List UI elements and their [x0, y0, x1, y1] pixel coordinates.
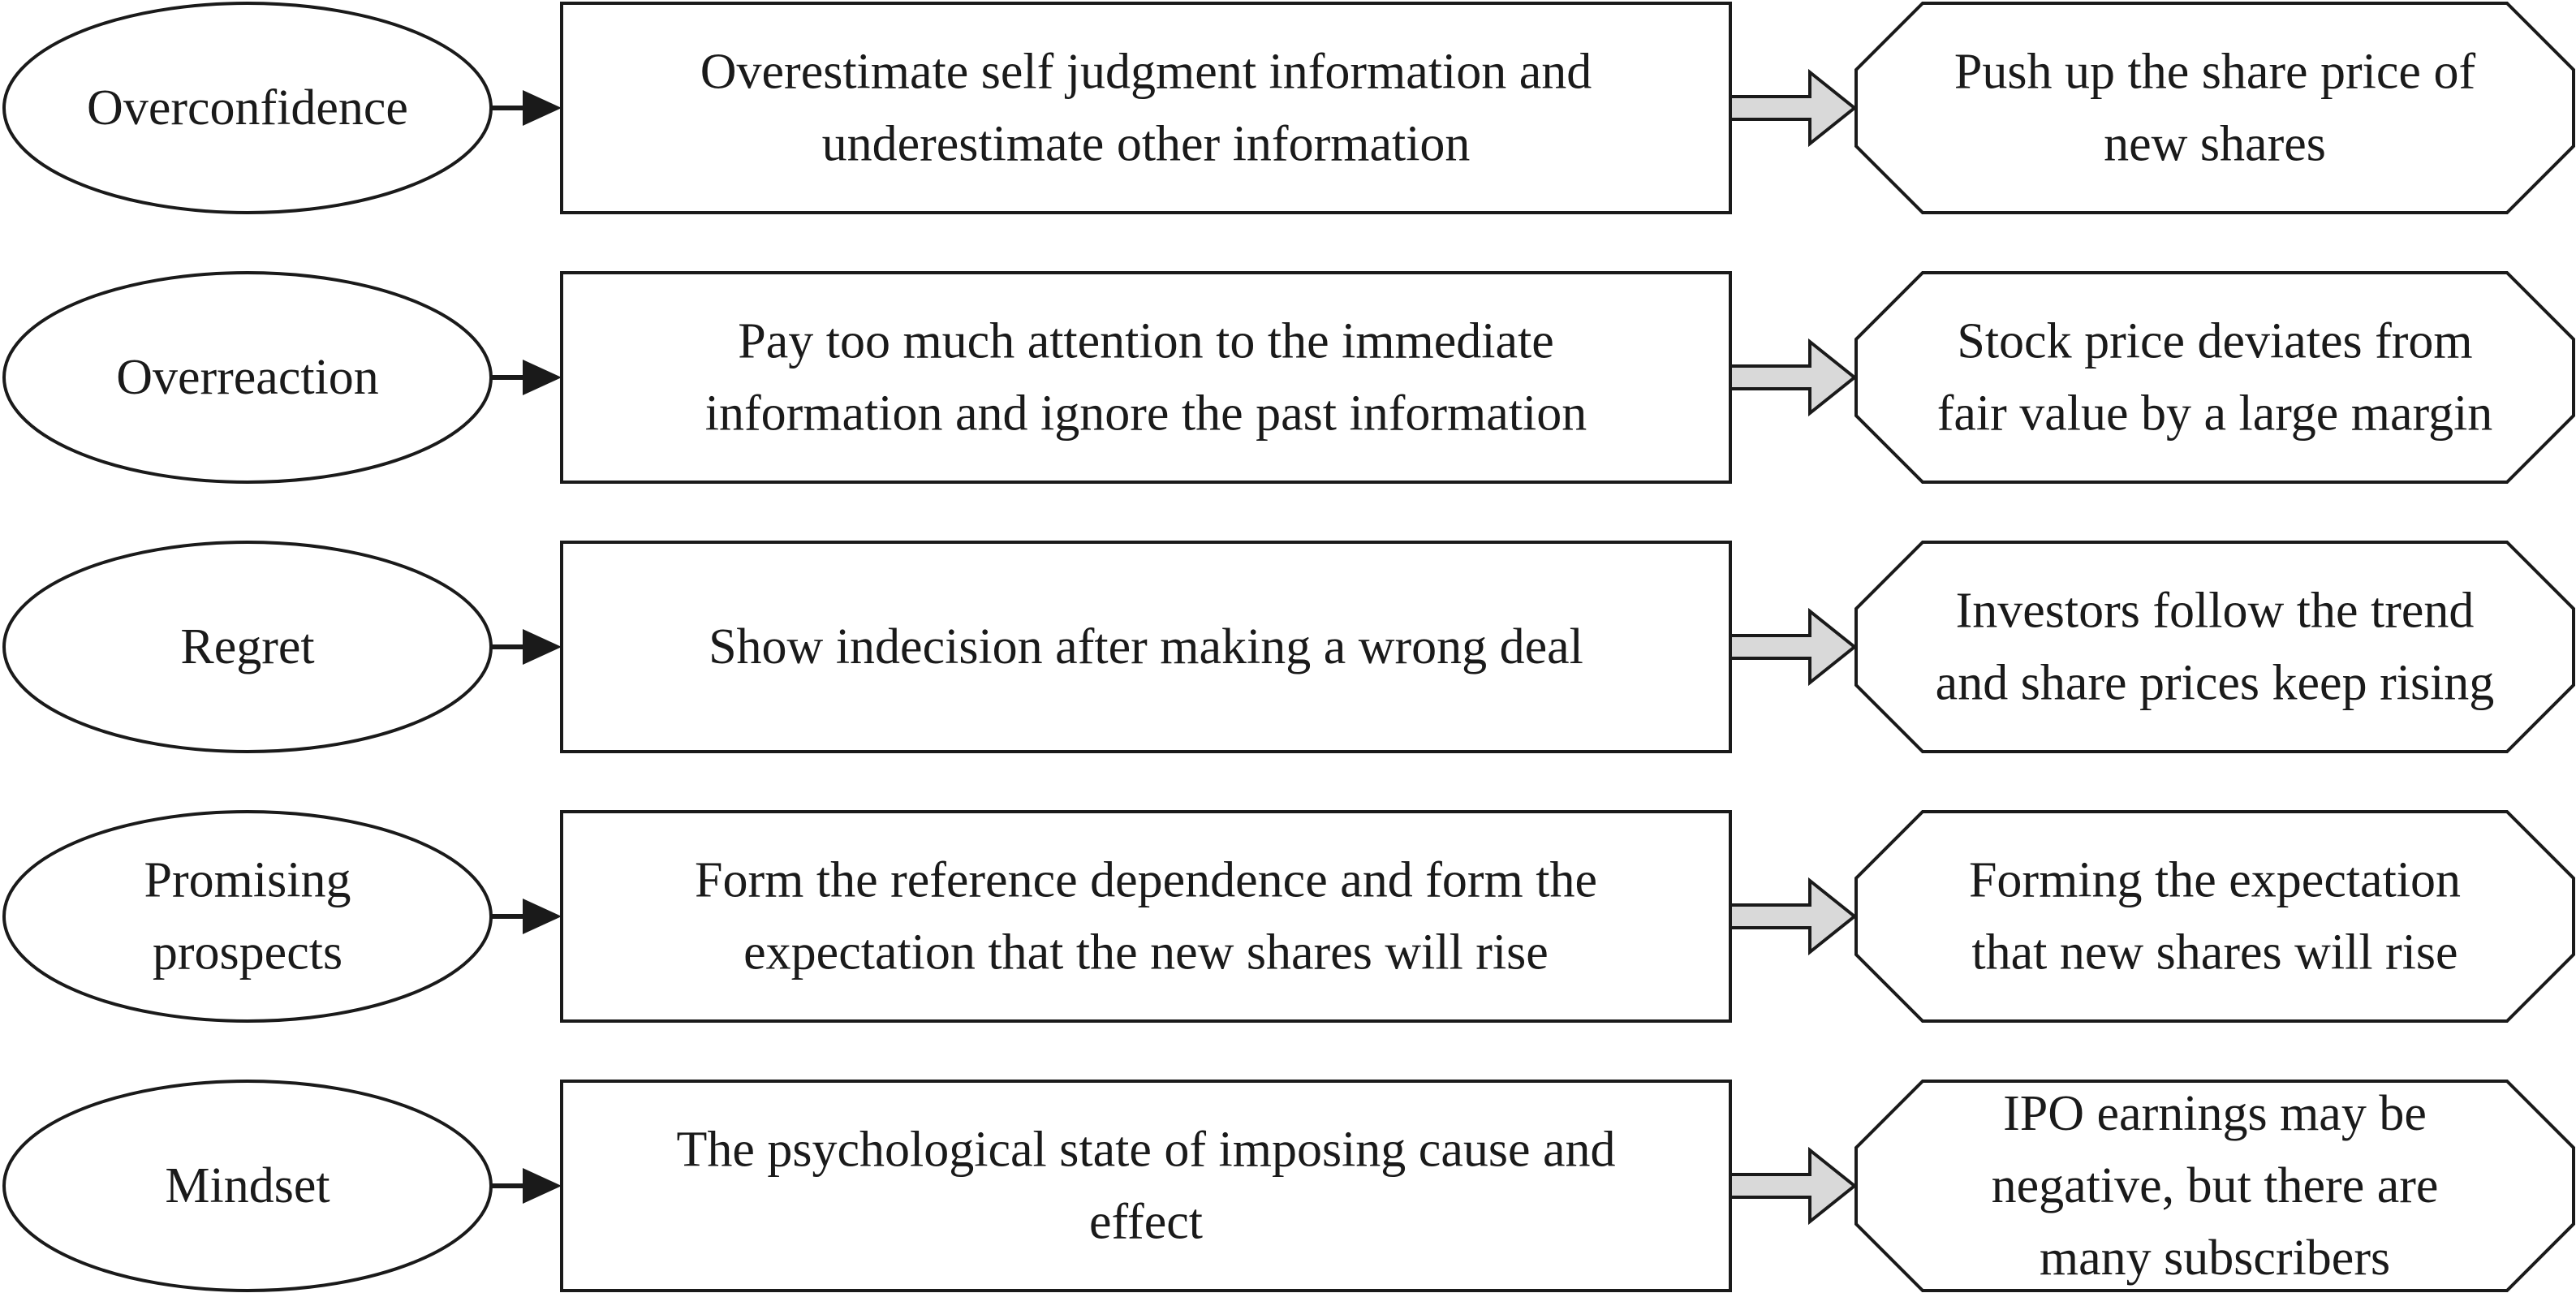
connector-arrowhead — [523, 899, 562, 934]
trait-node — [2, 810, 493, 1023]
block-arrow — [1729, 338, 1858, 417]
block-arrow — [1729, 877, 1858, 956]
behavior-box — [560, 2, 1732, 214]
outcome-node — [1854, 810, 2575, 1023]
trait-label-line: prospects — [153, 925, 342, 981]
block-arrow — [1729, 607, 1858, 687]
outcome-label-line: Push up the share price of — [1954, 45, 2476, 100]
outcome-label-line: many subscribers — [2040, 1231, 2390, 1286]
behavior-box — [560, 271, 1732, 484]
diagram-row: Overconfidence Overestimate self judgment… — [2, 2, 2575, 214]
outcome-label-line: fair value by a large margin — [1937, 386, 2493, 442]
behavior-label-line: information and ignore the past informat… — [705, 386, 1587, 442]
diagram-row: Regret Show indecision after making a wro… — [2, 541, 2575, 753]
connector-arrowhead — [523, 360, 562, 395]
trait-label-line: Promising — [144, 853, 351, 908]
outcome-label-line: IPO earnings may be — [2003, 1086, 2427, 1141]
outcome-label-line: Forming the expectation — [1969, 853, 2461, 908]
outcome-label-line: that new shares will rise — [1971, 925, 2458, 981]
behavior-label-line: Overestimate self judgment information a… — [700, 45, 1592, 100]
outcome-node — [1854, 541, 2575, 753]
behavior-label-line: Form the reference dependence and form t… — [695, 853, 1597, 908]
trait-label-line: Overconfidence — [87, 80, 408, 136]
connector-arrowhead — [523, 1168, 562, 1204]
behavior-box — [560, 810, 1732, 1023]
outcome-label-line: Investors follow the trend — [1956, 584, 2475, 639]
trait-label-line: Regret — [180, 619, 314, 675]
connector-arrowhead — [523, 629, 562, 665]
outcome-node — [1854, 2, 2575, 214]
block-arrow — [1729, 68, 1858, 148]
block-arrow — [1729, 1146, 1858, 1226]
outcome-label-line: Stock price deviates from — [1957, 314, 2472, 369]
outcome-label-line: and share prices keep rising — [1936, 656, 2495, 711]
outcome-label-line: negative, but there are — [1992, 1158, 2439, 1213]
behavior-label-line: Show indecision after making a wrong dea… — [709, 619, 1583, 675]
behavior-box — [560, 1080, 1732, 1292]
trait-label-line: Overreaction — [116, 350, 379, 405]
behavior-label-line: effect — [1089, 1195, 1203, 1250]
outcome-node — [1854, 1080, 2575, 1292]
outcome-node — [1854, 271, 2575, 484]
behavior-label-line: expectation that the new shares will ris… — [743, 925, 1549, 981]
behavior-label-line: underestimate other information — [822, 117, 1471, 172]
connector-arrowhead — [523, 90, 562, 126]
behavior-label-line: The psychological state of imposing caus… — [676, 1123, 1615, 1178]
outcome-label-line: new shares — [2104, 117, 2326, 172]
behavior-box — [560, 541, 1732, 753]
diagram-row: Mindset The psychological state of imposi… — [2, 1080, 2575, 1292]
diagram-row: Promising prospects Form the reference dep… — [2, 810, 2575, 1023]
trait-label-line: Mindset — [165, 1158, 330, 1213]
behavior-label-line: Pay too much attention to the immediate — [738, 314, 1554, 369]
diagram-row: Overreaction Pay too much attention to th… — [2, 271, 2575, 484]
